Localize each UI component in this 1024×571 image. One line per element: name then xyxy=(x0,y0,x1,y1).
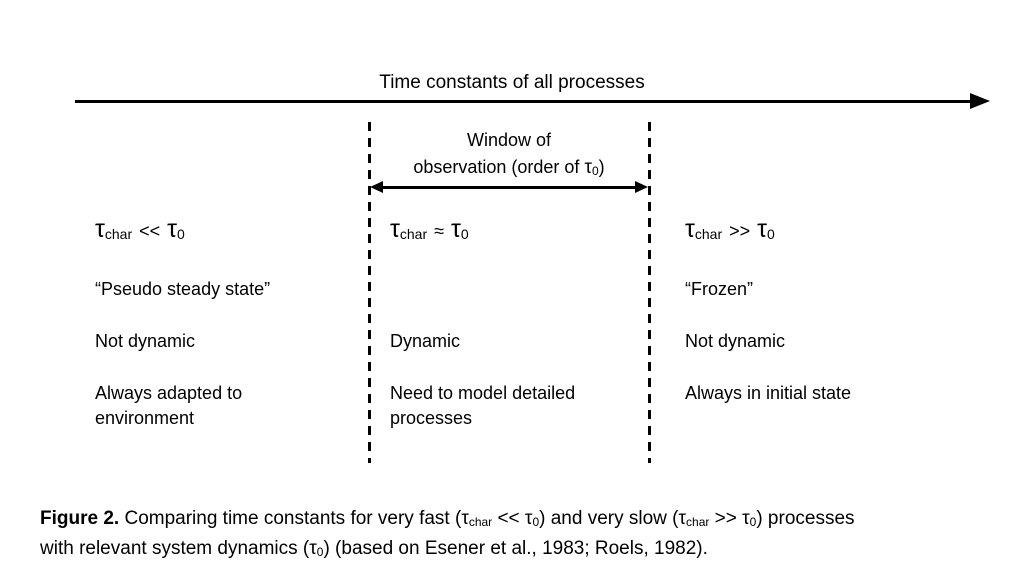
window-label-line1: Window of xyxy=(466,130,552,150)
comparison-operator: << xyxy=(139,221,161,241)
tau-symbol: τ xyxy=(678,508,687,529)
tau-subscript: char xyxy=(468,515,493,529)
tau-symbol: τ xyxy=(451,215,461,243)
tau-symbol: τ xyxy=(95,215,105,243)
condition-slow: τchar>>τ0 xyxy=(685,217,775,247)
tau-symbol: τ xyxy=(757,215,768,243)
dynamics-label-fast: Not dynamic xyxy=(95,331,196,351)
tau-symbol: τ xyxy=(309,537,317,559)
time-axis-arrowhead-icon xyxy=(970,93,990,109)
tau-symbol: τ xyxy=(461,508,469,529)
state-label-slow: “Frozen” xyxy=(685,279,754,299)
figure-number-label: Figure 2. xyxy=(40,508,120,529)
tau-subscript: 0 xyxy=(591,164,599,178)
description-slow: Always in initial state xyxy=(685,383,852,403)
window-right-dashed-line xyxy=(648,122,651,463)
tau-subscript: char xyxy=(104,226,133,242)
dynamics-label-slow: Not dynamic xyxy=(685,331,786,351)
tau-symbol: τ xyxy=(584,157,592,178)
window-span-arrow-line xyxy=(379,186,639,189)
tau-subscript: char xyxy=(399,226,428,242)
tau-subscript: 0 xyxy=(749,515,757,529)
caption-line2: with relevant system dynamics (τ0) (base… xyxy=(40,537,708,559)
tau-symbol: τ xyxy=(524,508,533,529)
tau-subscript: 0 xyxy=(316,544,324,559)
tau-symbol: τ xyxy=(685,215,695,243)
window-left-dashed-line xyxy=(368,122,371,463)
tau-subscript: char xyxy=(694,226,723,242)
window-span-arrowhead-right-icon xyxy=(635,181,648,193)
tau-subscript: char xyxy=(686,515,710,529)
condition-window: τchar≈τ0 xyxy=(390,217,469,247)
description-window: Need to model detailed processes xyxy=(390,383,576,428)
window-span-arrowhead-left-icon xyxy=(370,181,383,193)
tau-subscript: 0 xyxy=(532,515,540,529)
window-label-line2: observation (order of τ0) xyxy=(413,157,605,178)
tau-subscript: 0 xyxy=(460,226,469,242)
window-of-observation-label: Window of observation (order of τ0) xyxy=(368,127,650,185)
condition-fast: τchar<<τ0 xyxy=(95,217,185,247)
time-axis-title: Time constants of all processes xyxy=(379,72,645,93)
comparison-operator: ≈ xyxy=(434,221,445,241)
time-axis-arrow-line xyxy=(75,100,972,103)
dynamics-label-window: Dynamic xyxy=(390,331,461,351)
tau-symbol: τ xyxy=(167,215,178,243)
comparison-operator: >> xyxy=(729,221,751,241)
figure-caption: Figure 2. Comparing time constants for v… xyxy=(40,506,1000,565)
tau-subscript: 0 xyxy=(767,226,775,242)
description-fast: Always adapted to environment xyxy=(95,383,243,428)
tau-subscript: 0 xyxy=(177,226,185,242)
state-label-fast: “Pseudo steady state” xyxy=(95,279,271,299)
tau-symbol: τ xyxy=(742,508,750,529)
caption-line1: Figure 2. Comparing time constants for v… xyxy=(40,508,855,529)
tau-symbol: τ xyxy=(390,215,400,243)
